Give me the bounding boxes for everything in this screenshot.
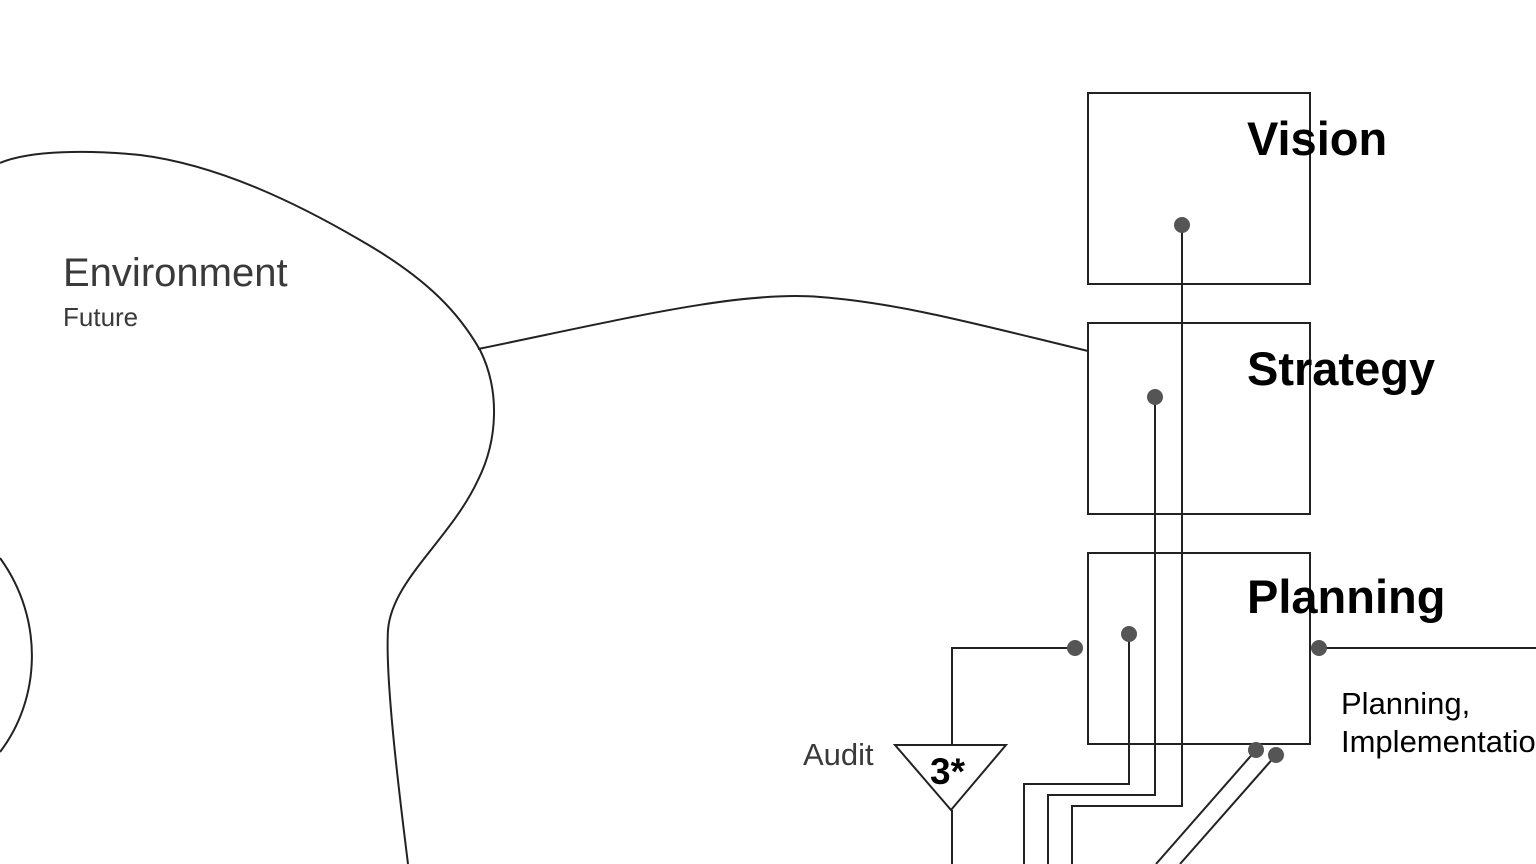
- planning-diagonal-line-2: [1179, 754, 1277, 864]
- vision-box: [1087, 92, 1311, 285]
- environment-subtitle: Future: [63, 302, 139, 332]
- planning-bottom-dot-1: [1248, 742, 1264, 758]
- audit-triangle: [892, 744, 1009, 812]
- audit-label: Audit: [803, 737, 874, 772]
- planning-note: Planning, Implementatio: [1341, 685, 1536, 761]
- planning-note-line-2: Implementatio: [1341, 724, 1536, 759]
- planning-connection-dot: [1121, 626, 1137, 642]
- vision-channel-line: [1071, 225, 1183, 864]
- planning-diagonal-line-1: [1155, 749, 1257, 864]
- strategy-connection-dot: [1147, 389, 1163, 405]
- audit-channel-line: [951, 647, 1075, 745]
- audit-connection-dot: [1067, 640, 1083, 656]
- planning-box: [1087, 552, 1311, 745]
- planning-bottom-dot-2: [1268, 747, 1284, 763]
- planning-note-line-1: Planning,: [1341, 686, 1471, 721]
- strategy-label: Strategy: [1247, 342, 1436, 395]
- planning-label: Planning: [1247, 570, 1446, 623]
- strategy-channel-line: [1047, 397, 1156, 864]
- audit-marker: 3*: [930, 751, 965, 792]
- environment-strategy-link: [477, 294, 1089, 352]
- planning-output-dot: [1311, 640, 1327, 656]
- vision-connection-dot: [1174, 217, 1190, 233]
- planning-channel-line: [1023, 634, 1130, 864]
- vision-label: Vision: [1247, 112, 1388, 165]
- environment-title: Environment: [63, 251, 288, 295]
- environment-blob-left-edge: [0, 557, 33, 753]
- environment-blob: [0, 150, 495, 864]
- strategy-box: [1087, 322, 1311, 515]
